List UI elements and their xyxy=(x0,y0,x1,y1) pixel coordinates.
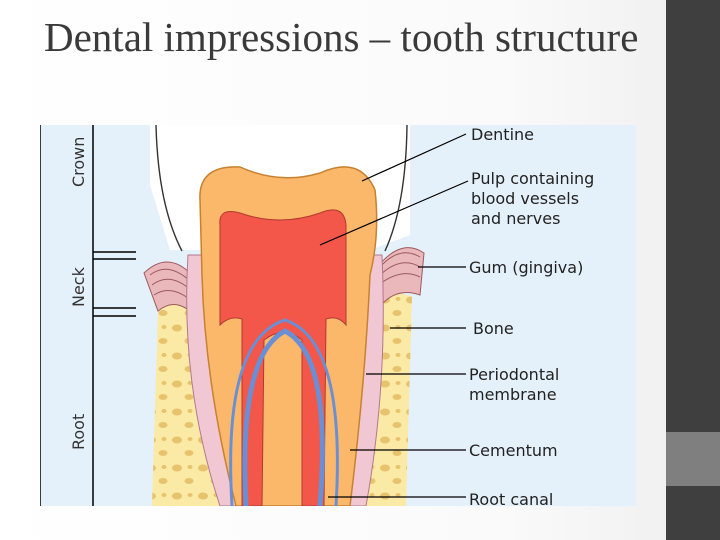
label-root-canal: Root canal xyxy=(469,490,553,506)
tooth-diagram: Crown Neck Root Dentine Pulp containing … xyxy=(40,125,636,506)
region-label-neck: Neck xyxy=(69,266,88,307)
region-label-crown: Crown xyxy=(69,137,88,187)
label-pulp: and nerves xyxy=(471,209,560,228)
label-gum: Gum (gingiva) xyxy=(469,258,583,277)
label-periodontal: membrane xyxy=(469,385,557,404)
label-cementum: Cementum xyxy=(469,441,558,460)
label-pulp: blood vessels xyxy=(471,189,579,208)
label-dentine: Dentine xyxy=(471,125,534,144)
label-pulp: Pulp containing xyxy=(471,169,594,188)
label-periodontal: Periodontal xyxy=(469,365,559,384)
slide-title: Dental impressions – tooth structure xyxy=(44,10,644,64)
sidebar-accent-block xyxy=(666,432,720,486)
region-label-root: Root xyxy=(69,414,88,450)
label-bone: Bone xyxy=(473,319,514,338)
